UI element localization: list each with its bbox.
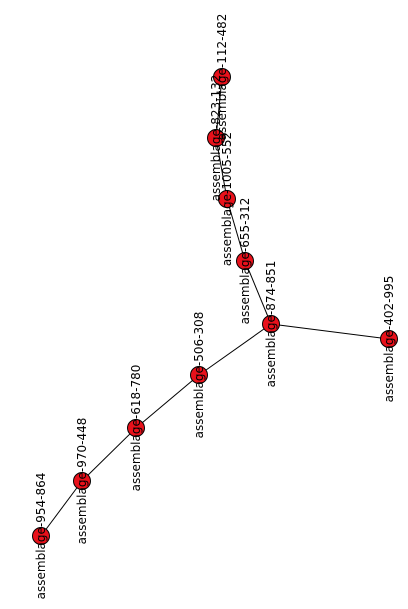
- graph-edge: [244, 260, 272, 325]
- graph-node: [213, 68, 231, 86]
- node-label: assemblage-954-864: [34, 473, 48, 600]
- node-label: assemblage-970-448: [75, 418, 89, 545]
- graph-node: [127, 419, 145, 437]
- graph-edge: [40, 480, 83, 537]
- node-label: assemblage-874-851: [264, 261, 278, 388]
- graph-edge: [270, 323, 390, 340]
- nodes-layer: [32, 68, 398, 545]
- node-label: assemblage-618-780: [129, 365, 143, 492]
- graph-node: [236, 252, 254, 270]
- node-label: assemblage-112-482: [215, 14, 229, 141]
- edges-layer: [40, 76, 390, 537]
- graph-edge: [226, 198, 246, 262]
- graph-edge: [135, 374, 200, 429]
- graph-node: [380, 330, 398, 348]
- graph-node: [190, 366, 208, 384]
- node-label: assemblage-823-132: [209, 75, 223, 202]
- labels-layer: assemblage-112-482assemblage-823-132asse…: [34, 14, 396, 600]
- graph-edge: [198, 323, 272, 376]
- graph-edge: [215, 137, 228, 200]
- graph-edge: [81, 427, 137, 482]
- node-label: assemblage-655-312: [238, 198, 252, 325]
- node-label: assemblage-402-995: [382, 276, 396, 403]
- graph-node: [32, 527, 50, 545]
- graph-edge: [215, 76, 223, 139]
- node-label: assemblage-1005-552: [220, 132, 234, 266]
- graph-node: [218, 190, 236, 208]
- graph-node: [73, 472, 91, 490]
- graph-node: [207, 129, 225, 147]
- graph-node: [262, 315, 280, 333]
- node-label: assemblage-506-308: [192, 312, 206, 439]
